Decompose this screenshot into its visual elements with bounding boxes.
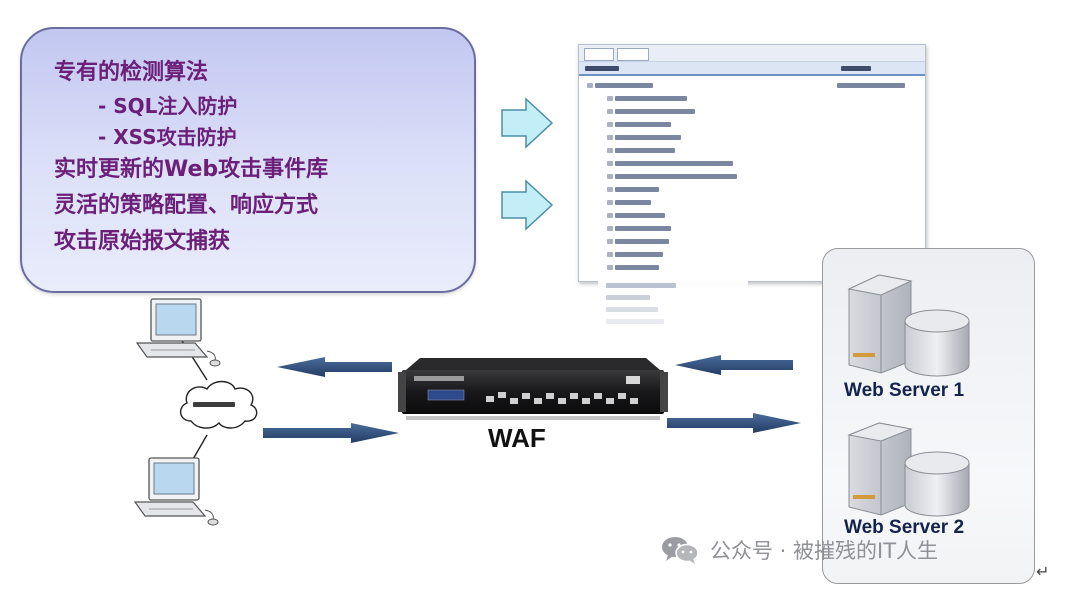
database-cylinder-icon — [904, 451, 970, 517]
waf-appliance — [398, 358, 668, 420]
console-row-text — [615, 135, 681, 140]
arrow-waf-to-client — [277, 357, 392, 377]
waf-label: WAF — [488, 423, 546, 453]
feature-sql-injection: - SQL注入防护 — [98, 94, 238, 118]
watermark: 公众号 · 被摧残的IT人生 — [660, 533, 938, 567]
desktop-computer-icon — [135, 298, 221, 367]
console-tab — [617, 48, 649, 61]
arrow-client-to-waf — [263, 423, 399, 443]
console-row-icon — [607, 122, 613, 127]
console-row-text — [606, 319, 664, 324]
arrow-server-to-waf — [675, 355, 793, 375]
database-cylinder-icon — [904, 309, 970, 377]
console-row-text — [615, 213, 665, 218]
console-row-icon — [607, 96, 613, 101]
console-row-icon — [607, 174, 613, 179]
watermark-text: 公众号 · 被摧残的IT人生 — [710, 539, 939, 563]
web-server-2-label: Web Server 2 — [844, 517, 965, 538]
console-row-icon — [607, 109, 613, 114]
web-server-group: Web Server 1 Web Server 2 — [822, 248, 1035, 584]
console-row-icon — [607, 213, 613, 218]
wechat-icon — [662, 537, 699, 564]
console-row-icon — [607, 200, 613, 205]
console-row-text — [615, 226, 671, 231]
console-row-icon — [607, 135, 613, 140]
console-table-header — [579, 62, 925, 76]
console-row-icon — [587, 83, 593, 88]
callout-arrow-bottom — [501, 179, 554, 231]
console-row-icon — [607, 226, 613, 231]
console-row-text — [615, 239, 669, 244]
console-fade — [598, 281, 748, 333]
console-row-text — [615, 174, 737, 179]
console-tab — [584, 48, 614, 61]
desktop-computer-icon — [133, 457, 219, 526]
feature-xss-protection: - XSS攻击防护 — [98, 125, 237, 149]
console-row-icon — [607, 161, 613, 166]
callout-arrow-top — [501, 97, 554, 149]
console-row-text — [595, 83, 653, 88]
callout-arrows — [501, 97, 554, 231]
waf-console-screenshot — [578, 44, 926, 282]
server-tower-icon — [847, 274, 970, 377]
console-row-icon — [607, 239, 613, 244]
console-row-icon — [607, 252, 613, 257]
traffic-arrows — [263, 355, 801, 443]
console-row-text — [615, 96, 687, 101]
console-row-text — [615, 265, 659, 270]
network-ports — [486, 392, 638, 404]
console-row-text — [615, 161, 733, 166]
console-row-text — [606, 283, 676, 288]
feature-detection-algorithm: 专有的检测算法 — [54, 60, 209, 85]
console-row-icon — [607, 187, 613, 192]
console-tabbar — [579, 45, 925, 62]
server-tower-icon — [847, 422, 970, 517]
console-row-text — [615, 200, 651, 205]
console-row-icon — [607, 265, 613, 270]
arrow-waf-to-server — [667, 413, 801, 433]
console-row-text — [615, 122, 671, 127]
console-row-text — [606, 307, 658, 312]
console-row-text — [606, 295, 650, 300]
feature-packet-capture: 攻击原始报文捕获 — [54, 229, 231, 254]
console-row-text — [615, 252, 663, 257]
internet-cloud-icon — [180, 380, 258, 429]
console-row-text — [615, 109, 695, 114]
console-row-text — [615, 148, 675, 153]
feature-box: 专有的检测算法 - SQL注入防护 - XSS攻击防护 实时更新的Web攻击事件… — [20, 27, 476, 293]
console-row-text — [837, 83, 905, 88]
client-network — [133, 298, 258, 526]
web-server-1-label: Web Server 1 — [844, 380, 965, 401]
console-row-text — [615, 187, 659, 192]
return-mark: ↵ — [1036, 562, 1050, 581]
feature-attack-library: 实时更新的Web攻击事件库 — [54, 157, 329, 182]
console-row-icon — [607, 148, 613, 153]
feature-policy-config: 灵活的策略配置、响应方式 — [54, 193, 319, 218]
